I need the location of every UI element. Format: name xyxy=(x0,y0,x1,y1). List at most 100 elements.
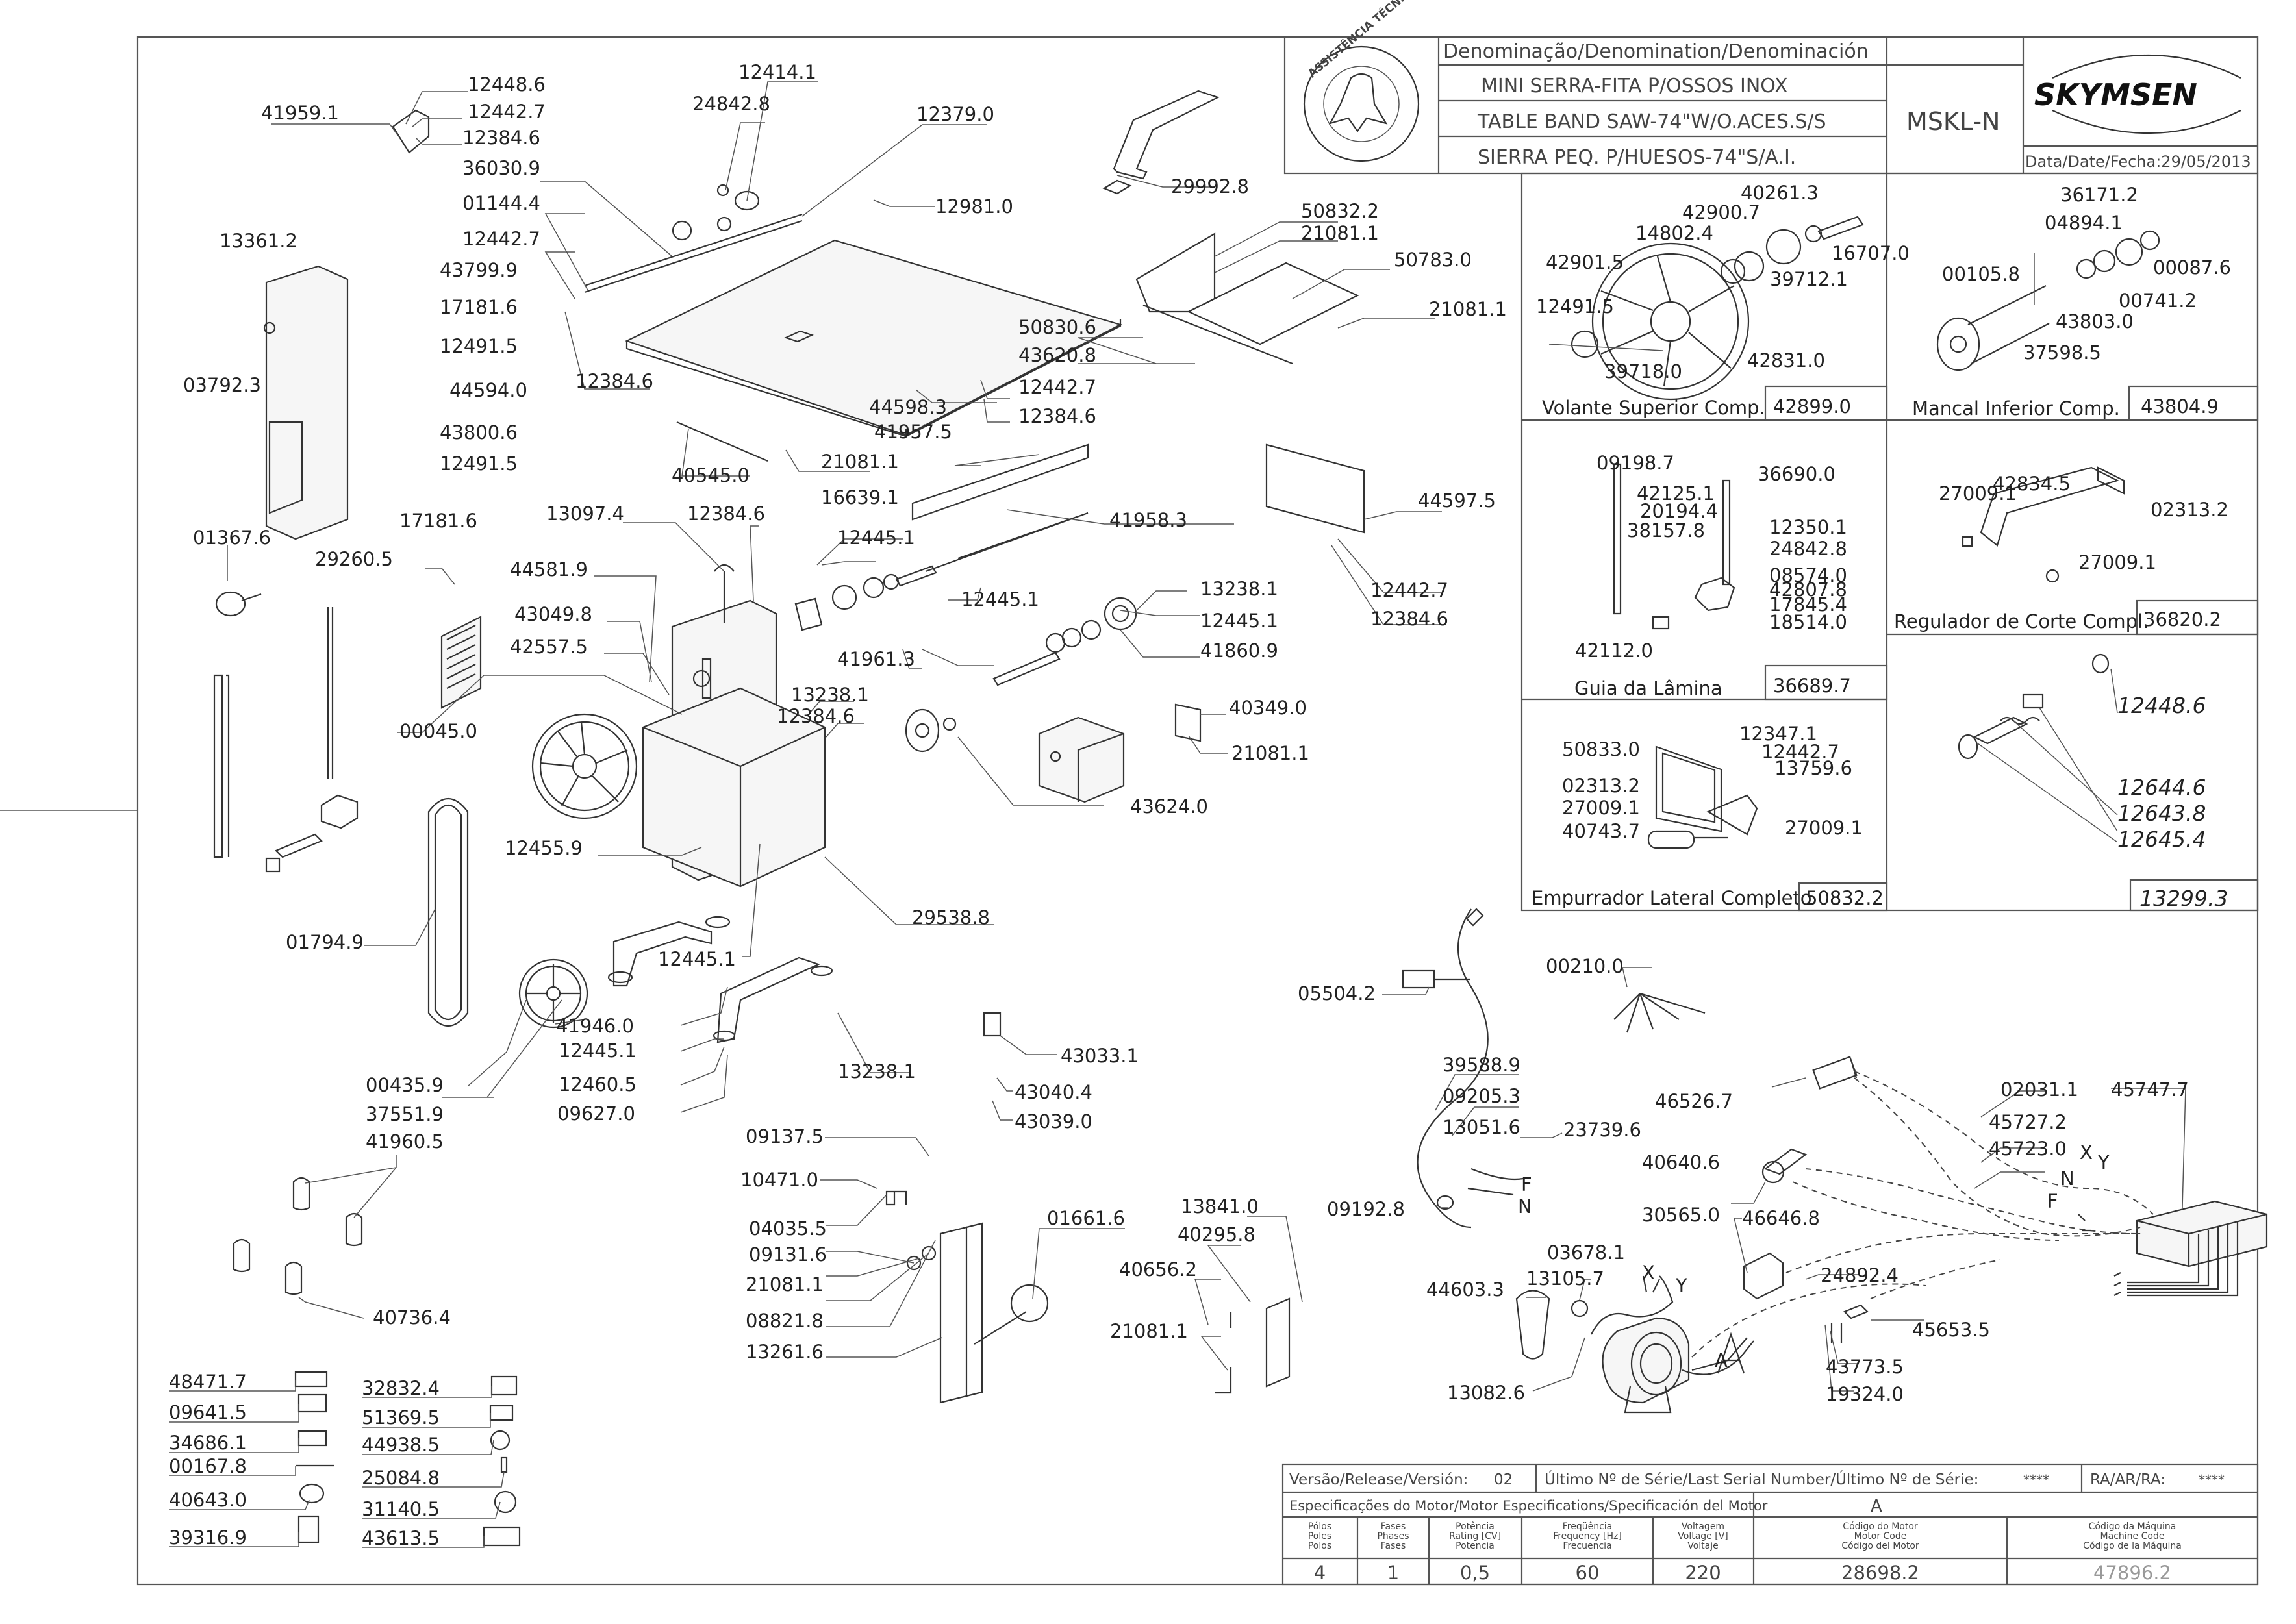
label-23739-6: 23739.6 xyxy=(1563,1119,1641,1141)
label-01794-9: 01794.9 xyxy=(286,931,364,953)
label-30565-0: 30565.0 xyxy=(1642,1204,1720,1226)
blade-guide-part-3: 42125.1 xyxy=(1637,482,1715,505)
spec-header-line: Motor Code xyxy=(1854,1531,1907,1542)
label-04035-5: 04035.5 xyxy=(749,1218,827,1240)
main-labels: 41959.1 12448.6 12442.7 12384.6 36030.9 … xyxy=(169,61,2189,1549)
label-02031-1: 02031.1 xyxy=(2000,1079,2078,1101)
wire-mark-f-1: F xyxy=(2047,1190,2058,1212)
label-16639-1: 16639.1 xyxy=(821,486,899,508)
blade-tensioner-code: 13299.3 xyxy=(2139,886,2228,911)
label-50830-6: 50830.6 xyxy=(1018,316,1096,338)
label-05504-2: 05504.2 xyxy=(1298,982,1376,1005)
label-44581-9: 44581.9 xyxy=(510,558,588,581)
spec-value-rating: 0,5 xyxy=(1460,1562,1490,1584)
label-48471-7: 48471.7 xyxy=(169,1371,247,1393)
label-41961-3: 41961.3 xyxy=(837,648,915,670)
spec-header-line: Phases xyxy=(1377,1531,1409,1542)
subassembly-cut-regulator: 42834.5 27009.1 02313.2 27009.1 Regulado… xyxy=(1894,466,2259,636)
label-03678-1: 03678.1 xyxy=(1547,1242,1625,1264)
label-44938-5: 44938.5 xyxy=(362,1434,440,1456)
label-24892-4: 24892.4 xyxy=(1821,1264,1899,1286)
blade-guide-part-4: 20194.4 xyxy=(1640,500,1718,522)
label-50783-0: 50783.0 xyxy=(1394,249,1472,271)
spec-header-line: Código de la Máquina xyxy=(2083,1541,2182,1551)
label-09131-6: 09131.6 xyxy=(749,1243,827,1266)
label-43613-5: 43613.5 xyxy=(362,1527,440,1549)
label-13238-1-c: 13238.1 xyxy=(838,1060,916,1082)
serial-label: Último Nº de Série/Last Serial Number/Úl… xyxy=(1545,1470,1978,1488)
upper-wheel-part-8: 39718.0 xyxy=(1604,360,1682,382)
spec-value-voltage: 220 xyxy=(1685,1562,1721,1584)
motor-spec-table: Versão/Release/Versión: 02 Último Nº de … xyxy=(1281,1463,2259,1586)
label-44603-3: 44603.3 xyxy=(1426,1279,1504,1301)
wire-mark-n-1: N xyxy=(2060,1168,2075,1190)
label-13105-7: 13105.7 xyxy=(1526,1268,1604,1290)
side-pusher-title: Empurrador Lateral Completo xyxy=(1532,887,1812,909)
blade-guide-part-7: 24842.8 xyxy=(1769,538,1847,560)
label-24842-8: 24842.8 xyxy=(692,93,770,115)
wire-mark-x-1: X xyxy=(2080,1142,2093,1164)
label-34686-1: 34686.1 xyxy=(169,1432,247,1454)
cut-regulator-part-3: 02313.2 xyxy=(2151,499,2228,521)
label-12442-7-a: 12442.7 xyxy=(468,101,546,123)
blade-tensioner-part-4: 12645.4 xyxy=(2117,827,2206,852)
product-name-pt: MINI SERRA-FITA P/OSSOS INOX xyxy=(1481,75,1788,97)
spec-header-line: Polos xyxy=(1308,1541,1331,1551)
label-12445-1-b: 12445.1 xyxy=(961,588,1039,610)
spec-header-line: Pólos xyxy=(1308,1521,1331,1532)
label-39316-9: 39316.9 xyxy=(169,1527,247,1549)
label-12491-5-a: 12491.5 xyxy=(440,335,518,357)
side-pusher-part-1: 12347.1 xyxy=(1739,723,1817,745)
label-44598-3: 44598.3 xyxy=(869,396,947,418)
denomination-header: Denominação/Denomination/Denominación xyxy=(1443,40,1869,63)
motor-spec-label: Especificações do Motor/Motor Especifica… xyxy=(1289,1498,1768,1514)
blade-guide-part-11: 18514.0 xyxy=(1769,611,1847,633)
wire-mark-f-2: F xyxy=(1521,1173,1532,1195)
label-41959-1: 41959.1 xyxy=(261,102,339,124)
label-29992-8: 29992.8 xyxy=(1171,175,1249,197)
label-12384-6-a: 12384.6 xyxy=(462,127,540,149)
label-40295-8: 40295.8 xyxy=(1178,1223,1255,1245)
spec-header-line: Voltagem xyxy=(1682,1521,1724,1532)
spec-value-frequency: 60 xyxy=(1576,1562,1600,1584)
label-09641-5: 09641.5 xyxy=(169,1401,247,1423)
label-45747-7: 45747.7 xyxy=(2111,1079,2189,1101)
spec-header-line: Poles xyxy=(1308,1531,1331,1542)
label-42557-5: 42557.5 xyxy=(510,636,588,658)
label-40736-4: 40736.4 xyxy=(373,1306,451,1329)
label-09627-0: 09627.0 xyxy=(557,1103,635,1125)
label-44597-5: 44597.5 xyxy=(1418,490,1496,512)
blade-guide-title: Guia da Lâmina xyxy=(1574,677,1722,699)
spec-header-line: Voltage [V] xyxy=(1678,1531,1728,1542)
label-41957-5: 41957.5 xyxy=(874,421,952,443)
spec-value-phases: 1 xyxy=(1387,1562,1399,1584)
label-13082-6: 13082.6 xyxy=(1447,1382,1525,1404)
label-09137-5: 09137.5 xyxy=(746,1125,824,1147)
spec-value-machine-code: 47896.2 xyxy=(2093,1562,2171,1584)
label-41958-3: 41958.3 xyxy=(1109,509,1187,531)
label-43033-1: 43033.1 xyxy=(1061,1045,1139,1067)
label-13261-6: 13261.6 xyxy=(746,1341,824,1363)
version-value: 02 xyxy=(1494,1471,1513,1488)
label-12384-6-f: 12384.6 xyxy=(777,705,855,727)
side-pusher-part-5: 02313.2 xyxy=(1562,775,1640,797)
label-12442-7-c: 12442.7 xyxy=(1018,376,1096,398)
label-12442-7-b: 12442.7 xyxy=(462,228,540,250)
label-00435-9: 00435.9 xyxy=(366,1074,444,1096)
main-exploded-view xyxy=(213,90,1365,1404)
upper-wheel-title: Volante Superior Comp. xyxy=(1542,397,1765,419)
blade-guide-code: 36689.7 xyxy=(1773,675,1851,697)
label-12460-5: 12460.5 xyxy=(559,1073,637,1095)
lower-bearing-part-6: 43803.0 xyxy=(2056,310,2134,332)
lower-bearing-code: 43804.9 xyxy=(2141,395,2219,418)
label-43624-0: 43624.0 xyxy=(1130,795,1208,818)
label-12384-6-b: 12384.6 xyxy=(575,370,653,392)
wire-mark-x-2: X xyxy=(1642,1262,1655,1284)
subassembly-blade-guide: 09198.7 36690.0 42125.1 20194.4 38157.8 … xyxy=(1574,452,1888,701)
drawing-date: Data/Date/Fecha:29/05/2013 xyxy=(2025,153,2251,171)
